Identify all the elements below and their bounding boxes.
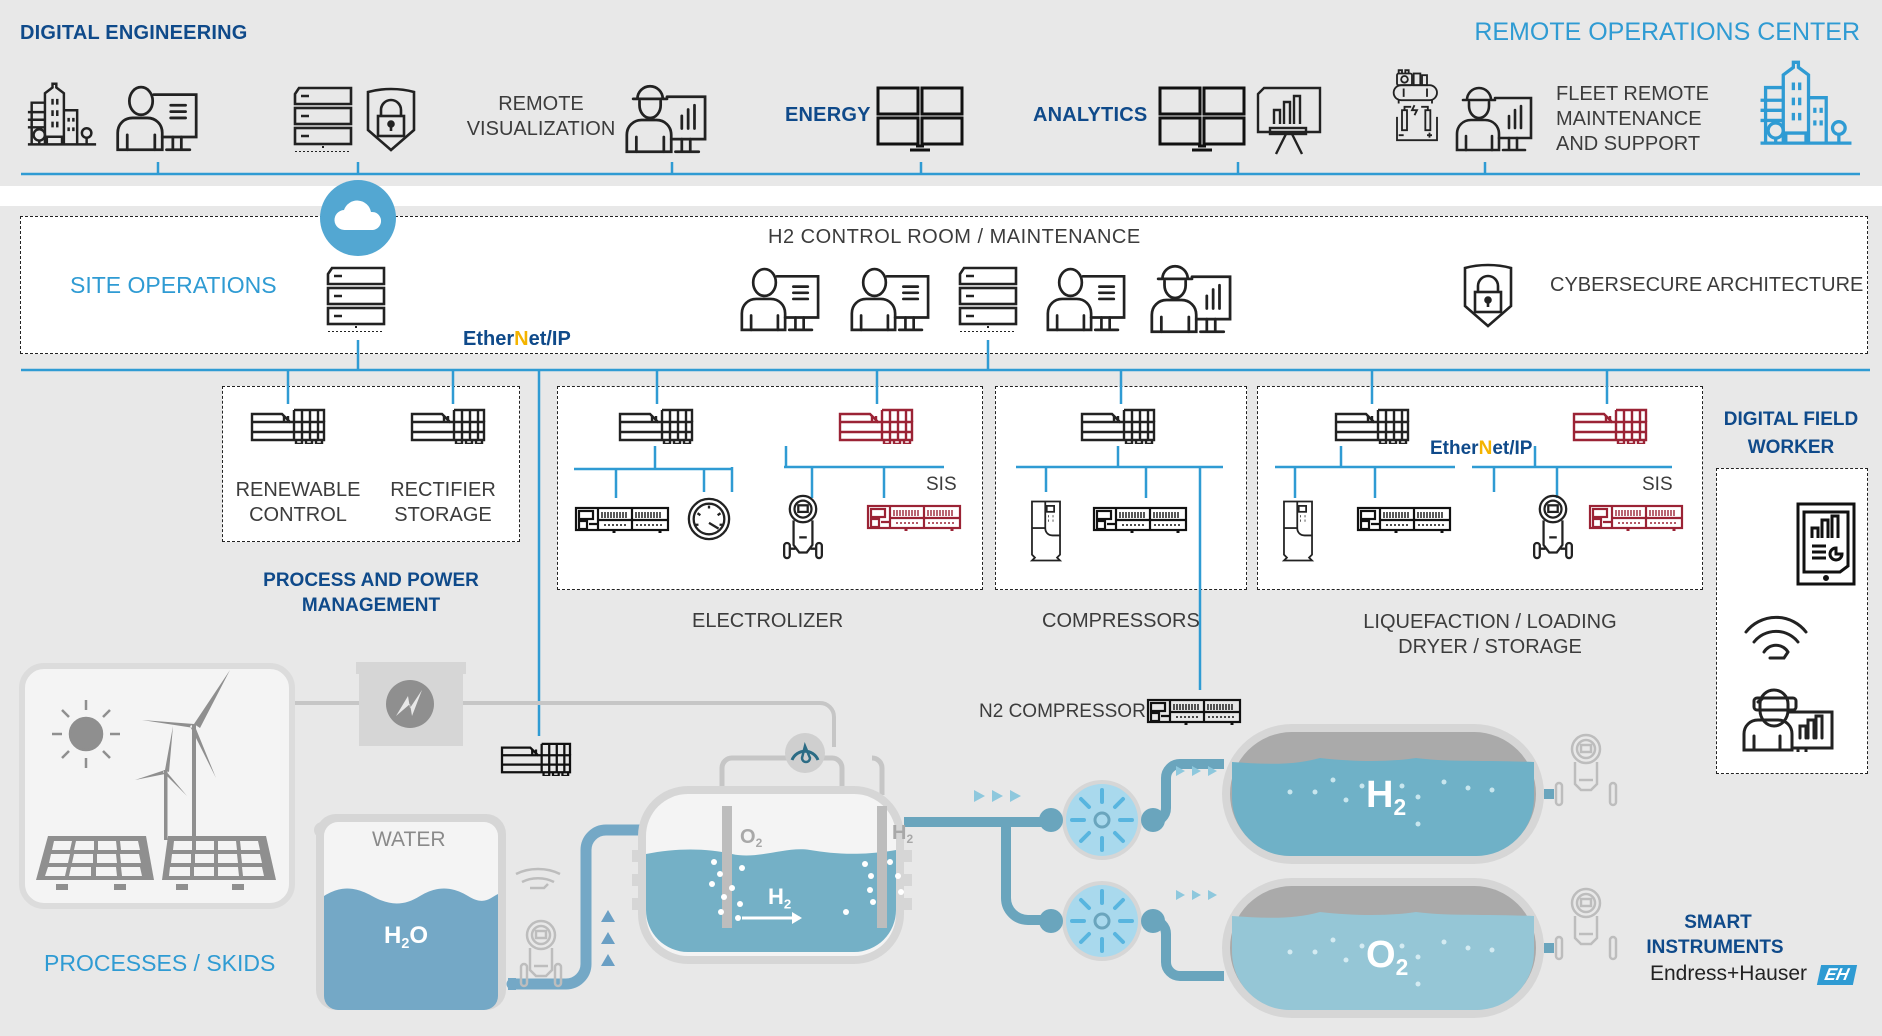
digital-engineering-title: DIGITAL ENGINEERING xyxy=(20,22,248,44)
remote-network-bus xyxy=(21,162,1860,176)
rectifier-storage-label: RECTIFIER STORAGE xyxy=(390,479,496,526)
remote-band xyxy=(0,0,1882,186)
processes-skids-title: PROCESSES / SKIDS xyxy=(44,950,276,976)
rectifier-box xyxy=(356,662,466,746)
sis-label-liquefaction: SIS xyxy=(1642,474,1673,495)
n2-compressor-io-icon xyxy=(1146,698,1242,728)
remote-visualization-label: REMOTE VISUALIZATION xyxy=(466,93,616,140)
h2-storage-tank xyxy=(1222,724,1544,864)
renewable-source-panel xyxy=(19,663,295,909)
liquefaction-label: LIQUEFACTION / LOADING DRYER / STORAGE xyxy=(1363,611,1617,658)
renewable-control-label: RENEWABLE CONTROL xyxy=(235,479,361,526)
cloud-badge[interactable] xyxy=(320,180,396,256)
process-plc-icon xyxy=(500,742,572,776)
water-transmitter xyxy=(515,867,563,988)
ethernet-ip-logo: EtherNet/IP xyxy=(463,328,571,350)
hydrogen-outlet-pipes xyxy=(904,759,1224,981)
electrolyzer-pressure-gauge xyxy=(785,733,825,773)
electrolizer-label: ELECTROLIZER xyxy=(692,610,844,632)
smart-instruments-title: SMART INSTRUMENTS xyxy=(1646,912,1784,958)
power-line xyxy=(292,701,836,747)
site-operations-title: SITE OPERATIONS xyxy=(70,272,277,298)
analytics-label: ANALYTICS xyxy=(1033,104,1148,126)
fleet-remote-maintenance-label: FLEET REMOTE MAINTENANCE AND SUPPORT xyxy=(1556,83,1709,155)
ethernet-ip-logo-field: EtherNet/IP xyxy=(1430,438,1533,459)
cybersecure-architecture-label: CYBERSECURE ARCHITECTURE xyxy=(1550,274,1864,296)
h2-compressor-pump xyxy=(1039,780,1165,860)
o2-tank-label: O2 xyxy=(1366,934,1409,980)
control-room-title: H2 CONTROL ROOM / MAINTENANCE xyxy=(768,226,1141,248)
sis-label-electrolizer: SIS xyxy=(926,474,957,495)
o2-compressor-pump xyxy=(1039,881,1165,961)
sun-icon xyxy=(52,700,120,768)
wind-turbines-icon xyxy=(135,670,230,840)
digital-field-worker-title: DIGITAL FIELD WORKER xyxy=(1723,409,1859,458)
water-feed-pipe xyxy=(506,824,658,990)
electrolyzer-vessel xyxy=(632,755,912,964)
process-power-management-title: PROCESS AND POWER MANAGEMENT xyxy=(263,570,479,616)
water-flow-arrows xyxy=(601,910,615,966)
solar-panels-icon xyxy=(36,836,276,890)
h2-flow-label: H2 xyxy=(768,884,792,912)
h2o-label: H2O xyxy=(384,922,429,953)
band-separator xyxy=(0,186,1882,206)
o2-tank-transmitter xyxy=(1544,887,1618,961)
h2-tank-transmitter xyxy=(1544,733,1618,807)
water-tank xyxy=(314,814,506,1010)
n2-compressor-label: N2 COMPRESSOR xyxy=(979,701,1146,722)
compressors-cell xyxy=(995,386,1247,590)
endress-hauser-logo: EH xyxy=(1816,965,1857,985)
energy-label: ENERGY xyxy=(785,104,871,126)
endress-hauser-brand: Endress+Hauser EH xyxy=(1650,962,1857,986)
flow-arrows xyxy=(974,766,1217,900)
o2-storage-tank xyxy=(1222,878,1544,1018)
o2-electrode-label: O2 xyxy=(740,826,763,851)
process-power-cell xyxy=(222,386,520,542)
h2-electrode-label: H2 xyxy=(892,822,914,847)
compressors-label: COMPRESSORS xyxy=(1042,610,1200,632)
remote-operations-center-title: REMOTE OPERATIONS CENTER xyxy=(1474,18,1860,46)
water-tank-label: WATER xyxy=(372,828,446,851)
liquefaction-cell xyxy=(1257,386,1703,590)
h2-tank-label: H2 xyxy=(1366,774,1407,820)
